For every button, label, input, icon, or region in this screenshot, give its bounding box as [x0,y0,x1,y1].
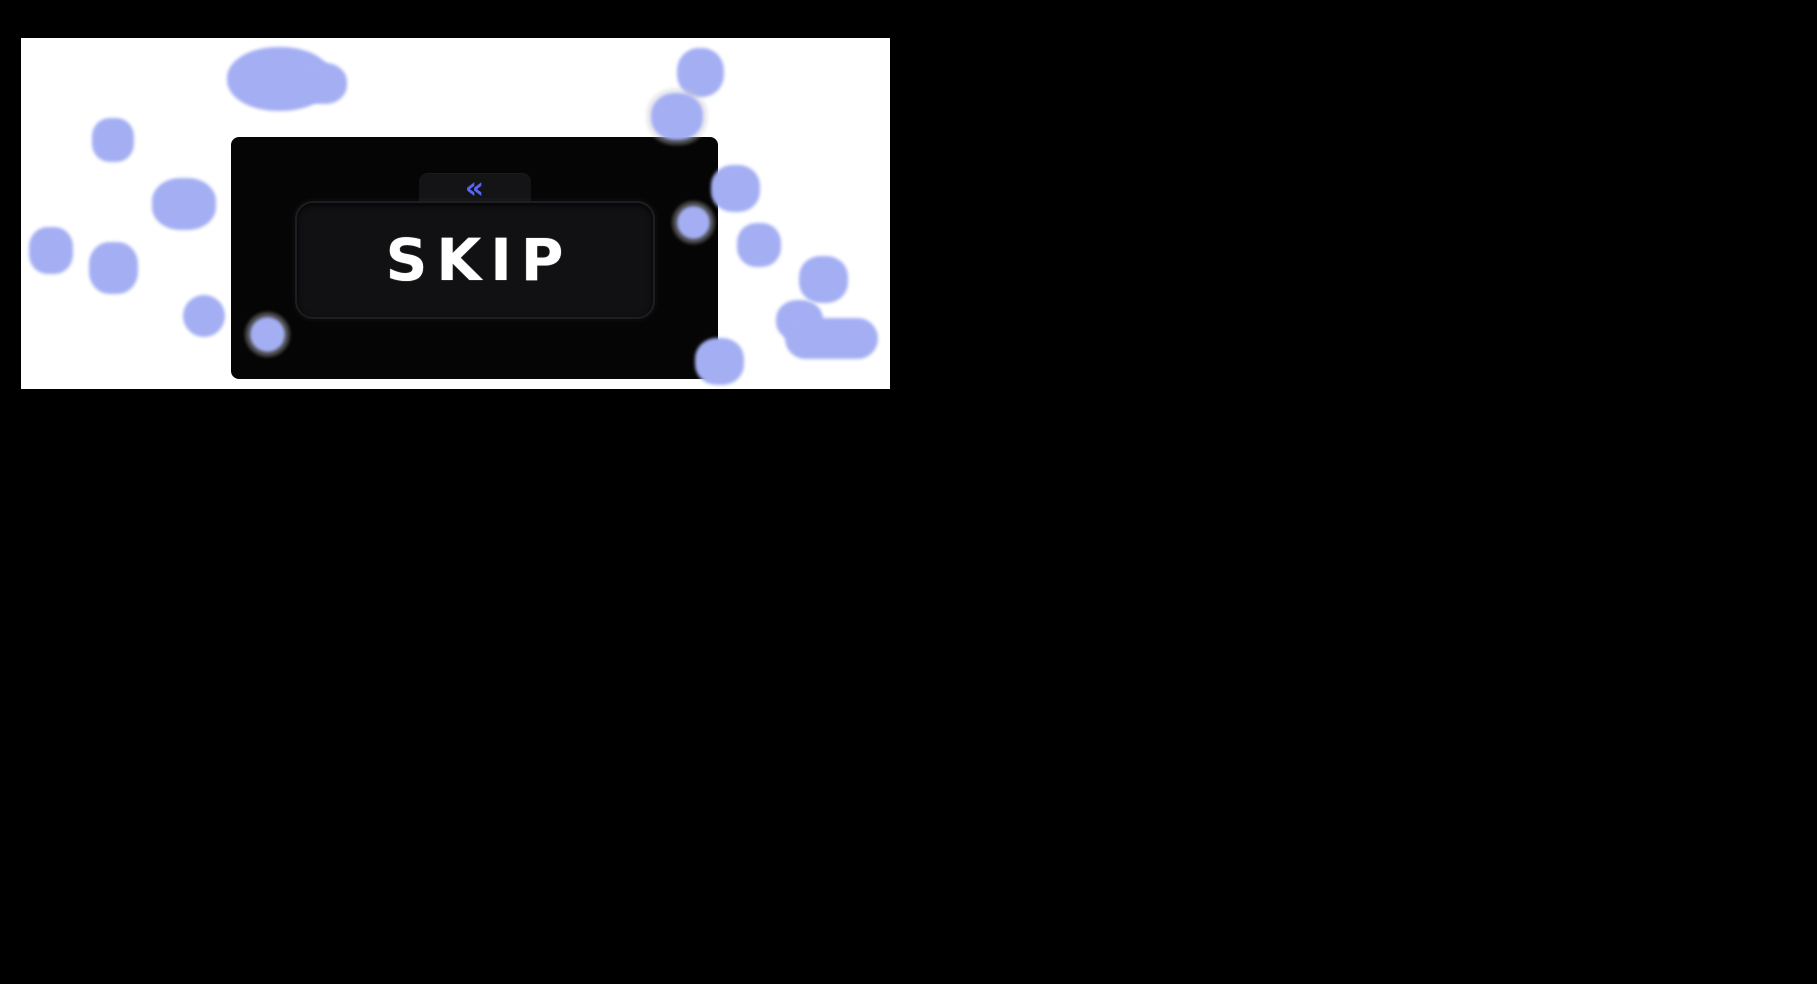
skip-panel: « SKIP [231,137,718,379]
skip-button[interactable]: SKIP [294,201,655,319]
double-chevron-left-icon: « [464,171,485,206]
drawing-canvas[interactable]: « SKIP [21,38,890,389]
skip-button-label: SKIP [385,226,573,294]
